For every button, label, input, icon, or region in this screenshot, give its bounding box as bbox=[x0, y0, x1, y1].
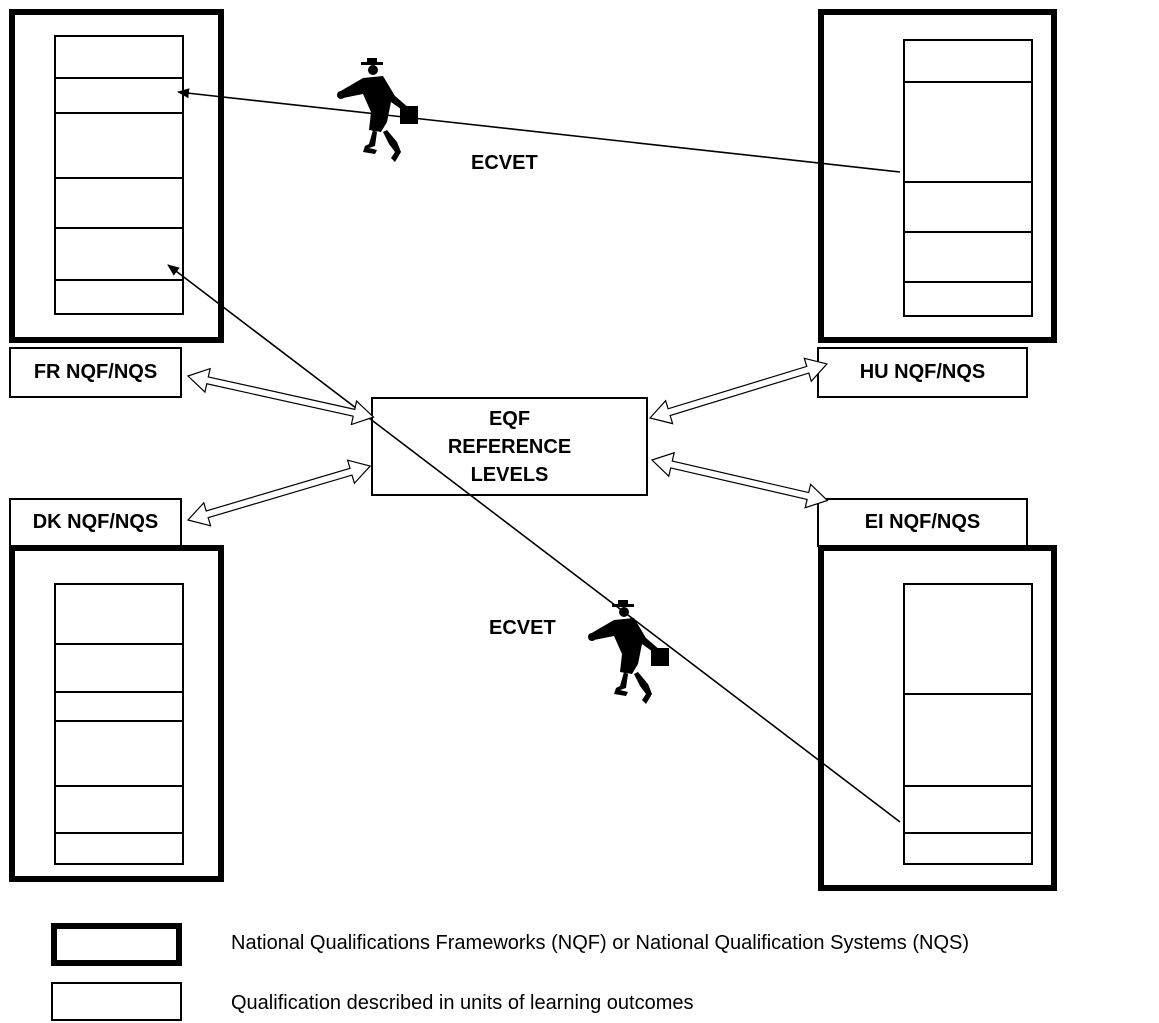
ecvet-transfer-line-hu-fr bbox=[177, 88, 901, 173]
dk-framework-label: DK NQF/NQS bbox=[9, 498, 182, 547]
dk-unit-divider bbox=[56, 720, 182, 722]
fr-unit-divider bbox=[56, 177, 182, 179]
legend-nqf-text: National Qualifications Frameworks (NQF)… bbox=[231, 932, 969, 954]
double-arrow-hu-eqf bbox=[648, 357, 829, 425]
dk-unit-divider bbox=[56, 643, 182, 645]
hu-unit-divider bbox=[905, 181, 1031, 183]
hu-unit-divider bbox=[905, 281, 1031, 283]
ei-unit-divider bbox=[905, 693, 1031, 695]
hu-framework-box bbox=[818, 9, 1057, 343]
dk-framework-box bbox=[9, 545, 224, 882]
dk-unit-divider bbox=[56, 832, 182, 834]
learner-figure-icon bbox=[588, 600, 669, 704]
double-arrow-eqf-ei bbox=[650, 451, 829, 509]
legend-qualification-text: Qualification described in units of lear… bbox=[231, 992, 694, 1014]
fr-unit-divider bbox=[56, 279, 182, 281]
fr-framework-label: FR NQF/NQS bbox=[9, 347, 182, 398]
ei-framework-box bbox=[818, 545, 1057, 891]
double-arrow-dk-eqf bbox=[186, 459, 372, 527]
hu-unit-divider bbox=[905, 81, 1031, 83]
ecvet-transfer-line-ei-fr bbox=[167, 264, 901, 823]
fr-framework-box bbox=[9, 9, 224, 343]
learner-figure-icon bbox=[337, 58, 418, 162]
legend-nqf-swatch bbox=[51, 923, 182, 966]
dk-unit-divider bbox=[56, 691, 182, 693]
ecvet-label-bottom: ECVET bbox=[489, 617, 556, 639]
fr-qualification bbox=[54, 35, 184, 315]
eqf-line-2: REFERENCE bbox=[447, 435, 572, 458]
eqf-line-3: LEVELS bbox=[470, 463, 549, 486]
ei-unit-divider bbox=[905, 832, 1031, 834]
fr-unit-divider bbox=[56, 227, 182, 229]
eqf-line-1: EQF bbox=[488, 407, 531, 430]
dk-unit-divider bbox=[56, 785, 182, 787]
ei-framework-label: EI NQF/NQS bbox=[817, 498, 1028, 547]
eqf-reference-levels-box: EQF REFERENCE LEVELS bbox=[371, 397, 648, 496]
hu-qualification bbox=[903, 39, 1033, 317]
ecvet-label-top: ECVET bbox=[471, 152, 538, 174]
ei-qualification bbox=[903, 583, 1033, 865]
dk-qualification bbox=[54, 583, 184, 865]
double-arrow-fr-eqf bbox=[186, 367, 375, 426]
hu-unit-divider bbox=[905, 231, 1031, 233]
fr-unit-divider bbox=[56, 112, 182, 114]
legend-qualification-swatch bbox=[51, 982, 182, 1021]
ei-unit-divider bbox=[905, 785, 1031, 787]
fr-unit-divider bbox=[56, 77, 182, 79]
